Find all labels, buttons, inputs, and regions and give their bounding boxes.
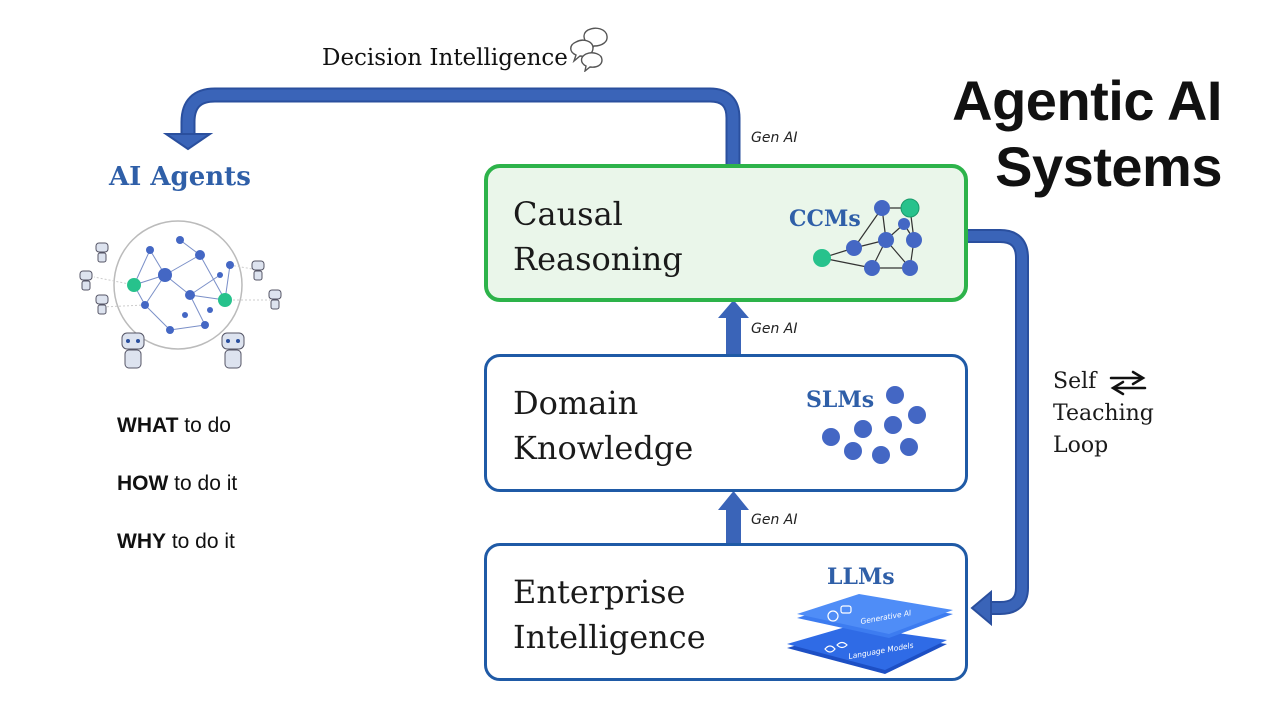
network-icon [79, 220, 282, 369]
how-rest: to do it [168, 472, 238, 495]
causal-line-1: Causal [513, 195, 623, 233]
why-rest: to do it [166, 530, 235, 553]
loop-line-1: Self [1053, 369, 1097, 394]
swap-arrows-icon [1109, 370, 1147, 396]
ccms-label: CCMs [789, 206, 861, 232]
llm-stack-icon: Generative AI Language Models [787, 594, 953, 674]
slms-label: SLMs [806, 387, 875, 413]
gen-ai-label-bottom: Gen AI [751, 512, 798, 528]
decision-intelligence-text: Decision Intelligence [322, 45, 568, 71]
gen-ai-label-middle: Gen AI [751, 321, 798, 337]
agent-item-how: HOW to do it [117, 472, 237, 496]
causal-graph-icon [813, 198, 922, 276]
page-title: Agentic AI Systems [952, 68, 1222, 200]
agent-item-why: WHY to do it [117, 530, 235, 554]
title-line-2: Systems [995, 135, 1222, 199]
ai-agents-title: AI Agents [109, 162, 251, 192]
llms-label: LLMs [827, 564, 895, 590]
domain-line-1: Domain [513, 384, 639, 422]
domain-knowledge-box: Domain Knowledge SLMs [484, 354, 968, 492]
self-teaching-loop-label: Self Teaching Loop [1053, 366, 1154, 462]
what-keyword: WHAT [117, 414, 179, 437]
agent-item-what: WHAT to do [117, 414, 231, 438]
title-line-1: Agentic AI [952, 69, 1222, 132]
causal-reasoning-label: Causal Reasoning [513, 192, 683, 282]
up-arrow-1 [718, 300, 749, 354]
speech-bubbles-icon [570, 27, 608, 72]
decision-arrow [162, 87, 741, 165]
why-keyword: WHY [117, 530, 166, 553]
enterprise-intelligence-label: Enterprise Intelligence [513, 570, 706, 660]
enterprise-line-2: Intelligence [513, 617, 706, 656]
gen-ai-label-top: Gen AI [751, 130, 798, 146]
enterprise-line-1: Enterprise [513, 573, 686, 611]
ai-agents-title-text: AI Agents [109, 162, 251, 192]
up-arrow-2 [718, 491, 749, 544]
causal-line-2: Reasoning [513, 239, 683, 278]
decision-intelligence-label: Decision Intelligence [322, 45, 568, 71]
loop-line-2: Teaching [1053, 400, 1154, 426]
domain-line-2: Knowledge [513, 428, 694, 467]
domain-knowledge-label: Domain Knowledge [513, 381, 693, 471]
loop-line-3: Loop [1053, 432, 1109, 458]
how-keyword: HOW [117, 472, 169, 495]
enterprise-intelligence-box: Enterprise Intelligence LLMs Generative … [484, 543, 968, 681]
robot-icon [79, 242, 282, 369]
causal-reasoning-box: Causal Reasoning CCMs [484, 164, 968, 302]
what-rest: to do [178, 414, 231, 437]
loop-arrow [967, 229, 1029, 627]
slm-dots-icon [822, 386, 926, 464]
